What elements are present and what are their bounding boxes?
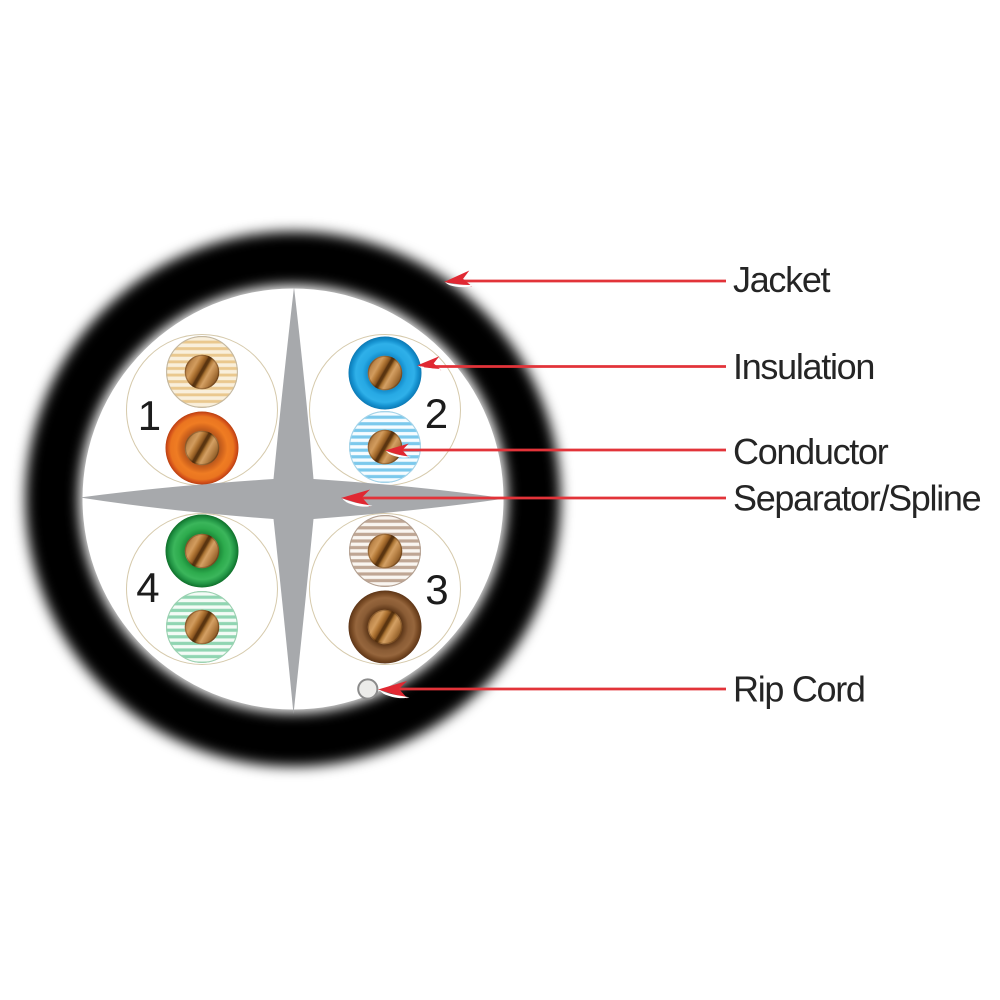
svg-text:Conductor: Conductor: [733, 431, 889, 472]
svg-text:4: 4: [136, 564, 159, 611]
svg-text:Jacket: Jacket: [733, 259, 831, 300]
svg-text:3: 3: [425, 566, 448, 613]
svg-text:Separator/Spline: Separator/Spline: [733, 478, 981, 519]
svg-text:2: 2: [425, 390, 448, 437]
svg-text:1: 1: [138, 392, 161, 439]
svg-text:Rip Cord: Rip Cord: [733, 669, 865, 710]
svg-text:Insulation: Insulation: [733, 346, 874, 387]
